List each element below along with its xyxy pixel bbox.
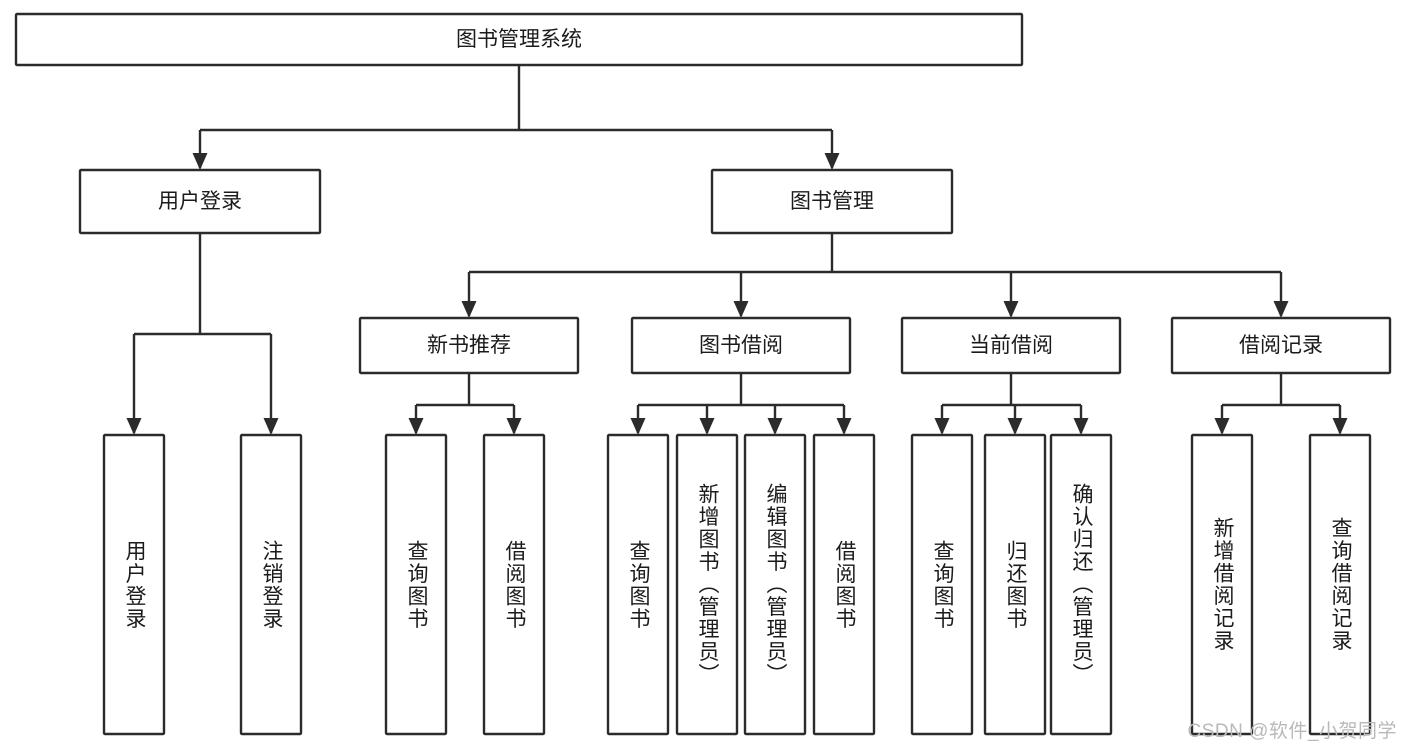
- arrow-head-icon: [824, 153, 840, 170]
- node-box-leaf-confirm-return[interactable]: [1049, 433, 1113, 736]
- arrow-head-icon: [192, 153, 208, 170]
- node-box-leaf-user-login[interactable]: [102, 433, 166, 736]
- arrow-head-icon: [1214, 418, 1230, 435]
- arrow-head-icon: [1003, 301, 1019, 318]
- arrow-head-icon: [699, 418, 715, 435]
- node-box-leaf-query-book-borrow[interactable]: [606, 433, 670, 736]
- node-box-leaf-edit-book[interactable]: [743, 433, 807, 736]
- arrow-head-icon: [1007, 418, 1023, 435]
- node-box-leaf-return-book[interactable]: [983, 433, 1047, 736]
- arrow-head-icon: [263, 418, 279, 435]
- node-label-new-book-rec: 新书推荐: [427, 334, 511, 357]
- node-box-leaf-query-book-rec[interactable]: [384, 433, 448, 736]
- node-box-leaf-query-book-cur[interactable]: [910, 433, 974, 736]
- node-label-book-manage: 图书管理: [790, 190, 874, 213]
- arrow-head-icon: [1273, 301, 1289, 318]
- node-label-root: 图书管理系统: [456, 28, 582, 51]
- node-box-leaf-query-record[interactable]: [1308, 433, 1372, 736]
- connectors-layer: [126, 65, 1348, 435]
- node-box-leaf-add-book[interactable]: [675, 433, 739, 736]
- node-box-current-borrow[interactable]: [900, 316, 1122, 375]
- node-label-user-login: 用户登录: [158, 190, 242, 213]
- arrow-head-icon: [1073, 418, 1089, 435]
- node-box-leaf-borrow-book-rec[interactable]: [482, 433, 546, 736]
- arrow-head-icon: [767, 418, 783, 435]
- arrow-head-icon: [630, 418, 646, 435]
- node-box-leaf-user-logout[interactable]: [239, 433, 303, 736]
- node-box-new-book-rec[interactable]: [358, 316, 580, 375]
- node-box-leaf-borrow-book[interactable]: [812, 433, 876, 736]
- arrow-head-icon: [126, 418, 142, 435]
- node-box-leaf-add-record[interactable]: [1190, 433, 1254, 736]
- node-box-book-borrow[interactable]: [630, 316, 852, 375]
- node-box-book-manage[interactable]: [710, 168, 954, 235]
- arrow-head-icon: [506, 418, 522, 435]
- node-box-borrow-record[interactable]: [1170, 316, 1392, 375]
- arrow-head-icon: [461, 301, 477, 318]
- node-label-current-borrow: 当前借阅: [969, 334, 1053, 357]
- node-box-user-login[interactable]: [78, 168, 322, 235]
- node-label-borrow-record: 借阅记录: [1239, 334, 1323, 357]
- boxes-layer: [14, 12, 1392, 736]
- arrow-head-icon: [408, 418, 424, 435]
- arrow-head-icon: [1332, 418, 1348, 435]
- arrow-head-icon: [836, 418, 852, 435]
- csdn-watermark: CSDN @软件_小贺同学: [1187, 721, 1397, 742]
- node-label-book-borrow: 图书借阅: [699, 334, 783, 357]
- arrow-head-icon: [733, 301, 749, 318]
- arrow-head-icon: [934, 418, 950, 435]
- node-box-root[interactable]: [14, 12, 1024, 67]
